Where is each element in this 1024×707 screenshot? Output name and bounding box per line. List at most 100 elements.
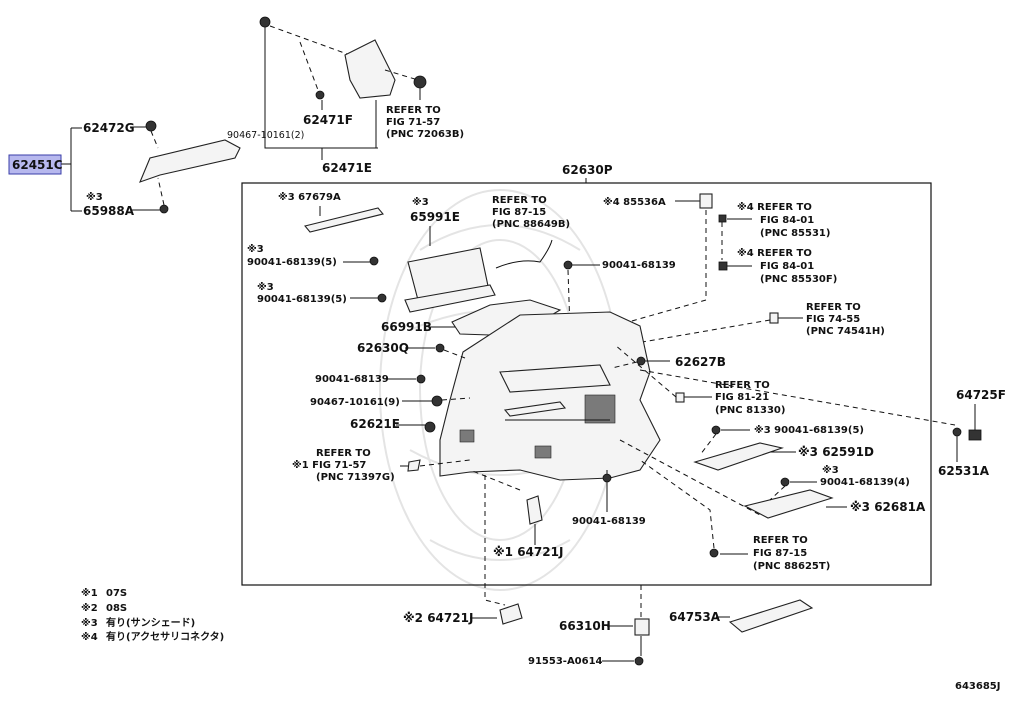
- ref-pnc-72063B[interactable]: (PNC 72063B): [386, 129, 464, 140]
- label-90467-10161-2[interactable]: 90467-10161(2): [227, 130, 304, 141]
- legend-text-1: 07S: [106, 588, 127, 599]
- legend-text-3: 有り(サンシェード): [106, 616, 195, 629]
- group-lower-middle: 90041-68139 ※1 64721J REFER TO FIG 87-15…: [469, 459, 830, 572]
- note-4-85536A[interactable]: ※4 85536A: [603, 196, 666, 208]
- strip-67679A: [304, 207, 384, 233]
- label-62471F[interactable]: 62471F: [303, 113, 353, 127]
- quarter-trim-panel-62630P: [439, 299, 661, 481]
- label-90041-68139-a[interactable]: 90041-68139: [602, 260, 676, 271]
- note-3-90041-68139-5[interactable]: ※3 90041-68139(5): [754, 424, 864, 436]
- connector-85536A: [699, 193, 713, 209]
- label-64753A[interactable]: 64753A: [669, 610, 721, 624]
- note-3c: ※3: [247, 243, 264, 255]
- trim-strip-62451C: [139, 139, 241, 183]
- group-left-callouts: 66991B 62630Q 90041-68139 90467-10161(9)…: [292, 320, 471, 483]
- ref-fig-87-15a[interactable]: FIG 87-15: [492, 207, 546, 218]
- group-right-callouts: 62627B REFER TO FIG 81-21 (PNC 81330) ※3…: [611, 344, 956, 519]
- label-62451C[interactable]: 62451C: [12, 158, 63, 172]
- pillar-trim-62471F: [344, 39, 396, 99]
- clip-71397G: [407, 459, 421, 472]
- cover-64721J-1: [526, 495, 543, 525]
- ref-fig-84-01a[interactable]: FIG 84-01: [760, 215, 814, 226]
- ref-fig-71-57b-title[interactable]: REFER TO: [316, 448, 371, 459]
- hook-66310H: [634, 618, 650, 636]
- legend-mark-4: ※4: [81, 631, 98, 643]
- scuff-plate-62681A: [743, 489, 834, 519]
- ref-pnc-71397G[interactable]: (PNC 71397G): [316, 472, 395, 483]
- note-2-64721J[interactable]: ※2 64721J: [403, 611, 473, 625]
- ref-fig-71-57-title[interactable]: REFER TO: [386, 105, 441, 116]
- note-3-62681A[interactable]: ※3 62681A: [850, 500, 926, 514]
- ref-fig-71-57[interactable]: FIG 71-57: [386, 117, 440, 128]
- note-1-64721J[interactable]: ※1 64721J: [493, 545, 563, 559]
- legend-mark-1: ※1: [81, 587, 98, 599]
- cap-64725F: [968, 429, 982, 441]
- ref-fig-87-15a-title[interactable]: REFER TO: [492, 195, 547, 206]
- label-62472G[interactable]: 62472G: [83, 121, 135, 135]
- legend-mark-2: ※2: [81, 602, 98, 614]
- label-62630Q[interactable]: 62630Q: [357, 341, 409, 355]
- scuff-plate-62591D: [693, 442, 785, 471]
- label-65991E[interactable]: 65991E: [410, 210, 460, 224]
- note-4-ref-84b[interactable]: ※4 REFER TO: [737, 247, 812, 259]
- ref-fig-81-21[interactable]: FIG 81-21: [715, 392, 769, 403]
- group-below-box: ※2 64721J 66310H 91553-A0614 64753A: [403, 475, 814, 667]
- ref-fig-81-21-title[interactable]: REFER TO: [715, 380, 770, 391]
- wire-88649B: [495, 239, 553, 269]
- legend: ※1 07S ※2 08S ※3 有り(サンシェード) ※4 有り(アクセサリコ…: [81, 587, 224, 643]
- vent-left: [459, 429, 475, 443]
- label-62531A[interactable]: 62531A: [938, 464, 990, 478]
- ref-pnc-88625T[interactable]: (PNC 88625T): [753, 561, 830, 572]
- label-62630P[interactable]: 62630P: [562, 163, 613, 177]
- label-62471E[interactable]: 62471E: [322, 161, 372, 175]
- ref-fig-87-15b-title[interactable]: REFER TO: [753, 535, 808, 546]
- note-3a: ※3: [86, 191, 103, 203]
- ref-fig-74-55-title[interactable]: REFER TO: [806, 302, 861, 313]
- ref-fig-87-15b[interactable]: FIG 87-15: [753, 548, 807, 559]
- ref-fig-74-55[interactable]: FIG 74-55: [806, 314, 860, 325]
- note-3d: ※3: [257, 281, 274, 293]
- sunshade-base: [404, 284, 496, 313]
- ref-pnc-85531[interactable]: (PNC 85531): [760, 228, 830, 239]
- label-65988A[interactable]: 65988A: [83, 204, 135, 218]
- ref-pnc-74541H[interactable]: (PNC 74541H): [806, 326, 885, 337]
- ref-pnc-88649B[interactable]: (PNC 88649B): [492, 219, 570, 230]
- legend-mark-3: ※3: [81, 617, 98, 629]
- ref-fig-84-01b[interactable]: FIG 84-01: [760, 261, 814, 272]
- clip-81330: [675, 392, 685, 403]
- label-91553-A0614[interactable]: 91553-A0614: [528, 656, 603, 667]
- lower-bar: [503, 401, 567, 417]
- speaker-grille: [584, 394, 616, 424]
- note-1-ref-fig-71-57b[interactable]: ※1 FIG 71-57: [292, 459, 366, 471]
- label-64725F[interactable]: 64725F: [956, 388, 1006, 402]
- label-90041-68139-5a[interactable]: 90041-68139(5): [247, 257, 337, 268]
- storage-pocket: [499, 364, 611, 393]
- note-4-ref-84a[interactable]: ※4 REFER TO: [737, 201, 812, 213]
- label-90041-68139-b[interactable]: 90041-68139: [315, 374, 389, 385]
- label-90041-68139-4[interactable]: 90041-68139(4): [820, 477, 910, 488]
- label-90041-68139-5b[interactable]: 90041-68139(5): [257, 294, 347, 305]
- label-90041-68139-c[interactable]: 90041-68139: [572, 516, 646, 527]
- main-panel: [439, 311, 661, 481]
- label-62621E[interactable]: 62621E: [350, 417, 400, 431]
- vent-lower: [534, 445, 552, 459]
- label-66991B[interactable]: 66991B: [381, 320, 432, 334]
- label-66310H[interactable]: 66310H: [559, 619, 611, 633]
- label-62627B[interactable]: 62627B: [675, 355, 726, 369]
- note-3-67679A[interactable]: ※3 67679A: [278, 191, 341, 203]
- ref-pnc-81330[interactable]: (PNC 81330): [715, 405, 785, 416]
- note-3-62591D[interactable]: ※3 62591D: [798, 445, 874, 459]
- ref-pnc-85530F[interactable]: (PNC 85530F): [760, 274, 837, 285]
- legend-text-4: 有り(アクセサリコネクタ): [106, 630, 224, 643]
- group-left-inner: ※3 67679A ※3 65991E ※3 90041-68139(5) ※3…: [247, 191, 496, 313]
- note-3b: ※3: [412, 196, 429, 208]
- label-90467-10161-9[interactable]: 90467-10161(9): [310, 397, 400, 408]
- legend-text-2: 08S: [106, 603, 127, 614]
- group-far-right: 64725F 62531A: [938, 388, 1006, 478]
- group-upper-right-inner: REFER TO FIG 87-15 (PNC 88649B) ※4 85536…: [492, 193, 885, 346]
- group-62471E: 62471F 90467-10161(2) REFER TO FIG 71-57…: [227, 16, 464, 175]
- strip-64753A: [728, 599, 814, 633]
- connector-85531: [718, 214, 727, 223]
